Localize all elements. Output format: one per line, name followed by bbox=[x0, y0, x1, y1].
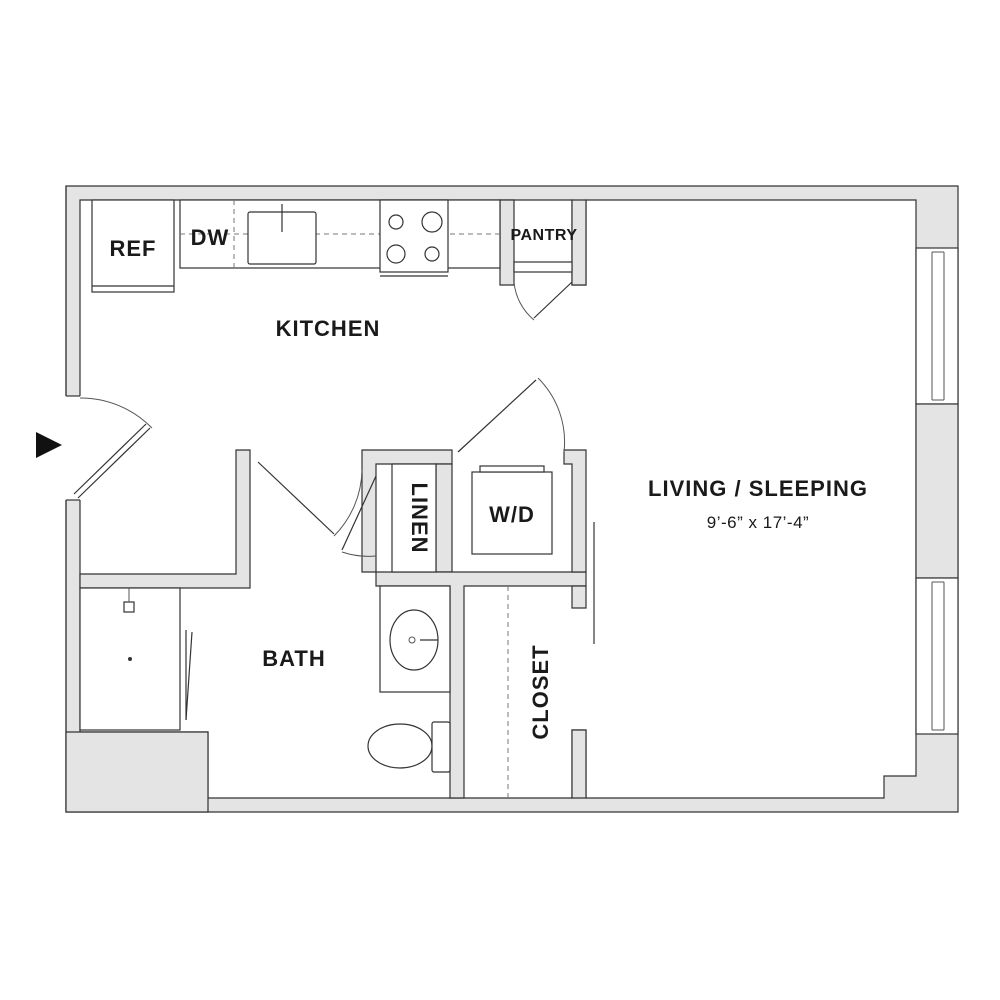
linen-closet bbox=[341, 463, 437, 573]
entry-arrow-icon bbox=[36, 432, 62, 458]
pantry-label: PANTRY bbox=[511, 227, 578, 244]
shower bbox=[79, 587, 193, 731]
bath-door bbox=[257, 461, 363, 537]
toilet bbox=[367, 721, 451, 773]
washer-dryer bbox=[471, 465, 553, 555]
refrigerator bbox=[91, 199, 175, 293]
living-dimensions: 9’-6” x 17’-4” bbox=[707, 513, 809, 532]
pantry-door bbox=[513, 261, 573, 321]
stove bbox=[379, 199, 449, 277]
wd-label: W/D bbox=[489, 502, 535, 527]
linen-label: LINEN bbox=[407, 483, 432, 554]
entry-door bbox=[73, 397, 153, 499]
ref-label: REF bbox=[110, 236, 157, 261]
window-upper bbox=[915, 247, 959, 405]
living-label: LIVING / SLEEPING bbox=[648, 476, 868, 501]
interior-walls bbox=[65, 199, 587, 813]
dw-label: DW bbox=[191, 225, 230, 250]
sink bbox=[247, 204, 317, 265]
kitchen-label: KITCHEN bbox=[276, 316, 381, 341]
bath-label: BATH bbox=[262, 646, 325, 671]
vanity-sink bbox=[379, 585, 451, 693]
entry-opening bbox=[60, 396, 82, 500]
window-lower bbox=[915, 577, 959, 735]
closet-label: CLOSET bbox=[528, 644, 553, 739]
wd-door bbox=[457, 377, 566, 453]
wall-pier bbox=[915, 403, 959, 579]
